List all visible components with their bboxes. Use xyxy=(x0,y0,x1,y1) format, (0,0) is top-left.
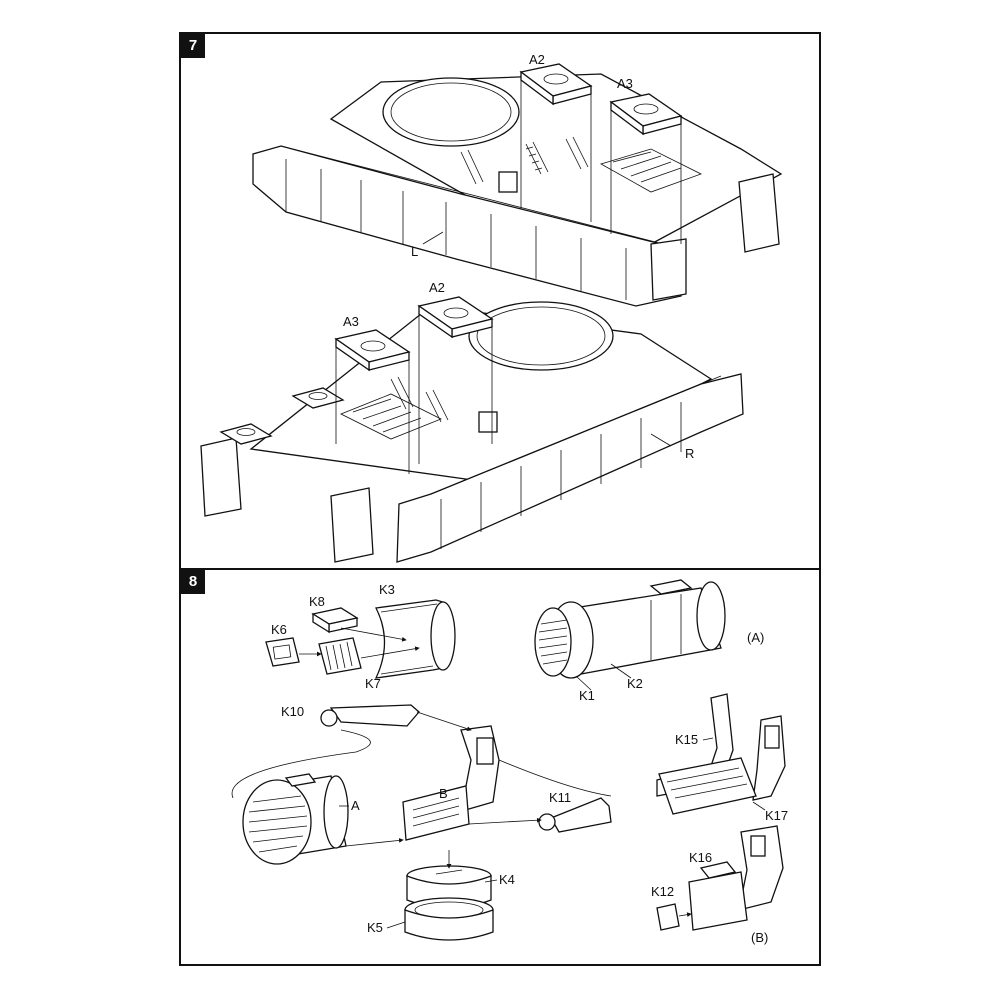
label-top-a2: A2 xyxy=(529,52,545,67)
main-filter-assembly xyxy=(231,704,612,865)
label-top-side: L xyxy=(411,244,418,259)
sub-b-marker: (B) xyxy=(751,930,768,945)
label-k3: K3 xyxy=(379,582,395,597)
air-filter-shell-parts xyxy=(265,599,456,679)
sub-a-marker: (A) xyxy=(747,630,764,645)
step-number-7: 7 xyxy=(181,34,205,58)
step-7-panel: 7 xyxy=(179,32,821,570)
hull-top-assembly xyxy=(252,63,783,307)
label-k2: K2 xyxy=(627,676,643,691)
sub-assembly-a xyxy=(534,579,726,679)
label-k4: K4 xyxy=(499,872,515,887)
step-number-8: 8 xyxy=(181,570,205,594)
label-k1: K1 xyxy=(579,688,595,703)
frame-parts-k15-k17 xyxy=(656,693,786,815)
step-8-panel: 8 K8 K3 K6 xyxy=(179,568,821,966)
label-k7: K7 xyxy=(365,676,381,691)
label-top-a3: A3 xyxy=(617,76,633,91)
label-k6: K6 xyxy=(271,622,287,637)
step-8-diagram: K8 K3 K6 K7 K1 K2 (A) xyxy=(231,579,788,945)
hull-bottom-assembly xyxy=(200,296,744,563)
label-k15: K15 xyxy=(675,732,698,747)
label-k16: K16 xyxy=(689,850,712,865)
label-bottom-a3: A3 xyxy=(343,314,359,329)
label-k11: K11 xyxy=(549,790,571,805)
label-k5: K5 xyxy=(367,920,383,935)
step-7-diagram: A2 A3 L xyxy=(200,52,783,563)
label-b: B xyxy=(439,786,448,801)
label-k17: K17 xyxy=(765,808,788,823)
sub-assembly-b xyxy=(656,825,784,931)
label-a: A xyxy=(351,798,360,813)
label-k10: K10 xyxy=(281,704,304,719)
label-k12: K12 xyxy=(651,884,674,899)
label-k8: K8 xyxy=(309,594,325,609)
label-bottom-side: R xyxy=(685,446,694,461)
ring-base-parts xyxy=(404,850,494,941)
label-bottom-a2: A2 xyxy=(429,280,445,295)
